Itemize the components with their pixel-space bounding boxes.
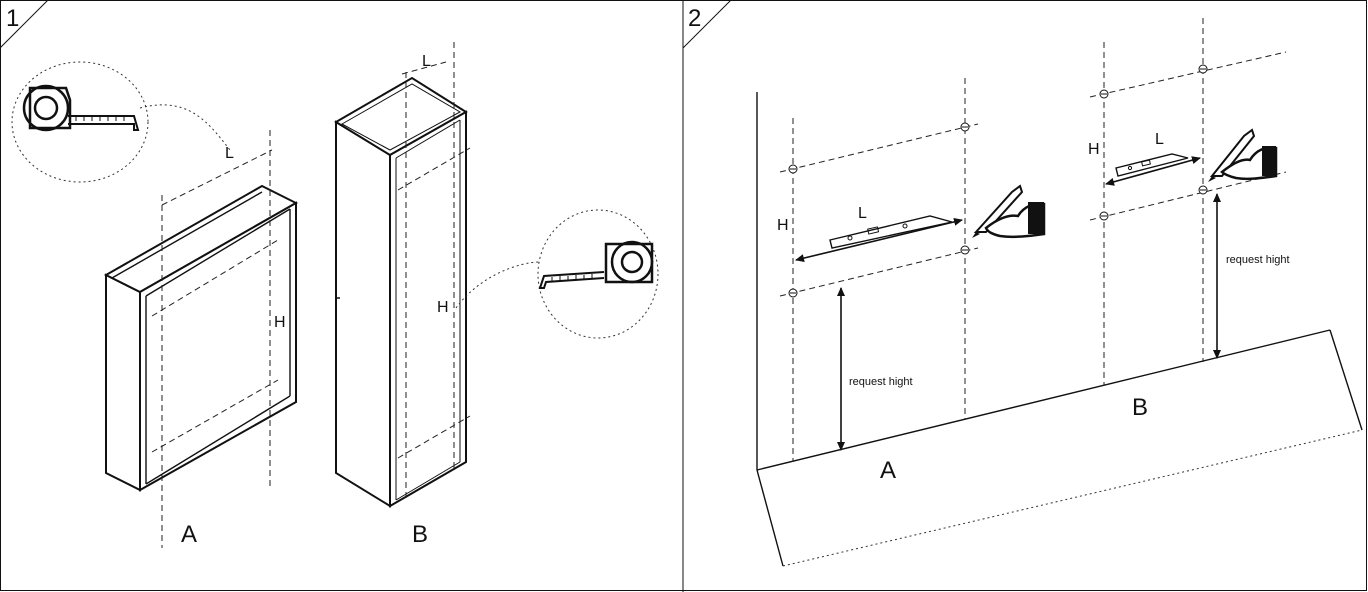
tape-measure-icon bbox=[538, 240, 654, 289]
dimension-label-l-a: L bbox=[858, 205, 867, 222]
tape-measure-callout-left bbox=[11, 61, 231, 183]
width-arrow-a bbox=[795, 217, 963, 263]
step-2-corner: 2 bbox=[682, 0, 732, 49]
wall-floor bbox=[756, 92, 1363, 567]
step-number: 2 bbox=[688, 5, 701, 32]
position-a-label: A bbox=[880, 457, 896, 484]
request-height-label-b: request hight bbox=[1226, 254, 1290, 266]
screw-mark-icon bbox=[788, 122, 970, 298]
hand-pencil-icon bbox=[972, 184, 1046, 239]
spirit-level-icon bbox=[829, 215, 953, 249]
guides-b bbox=[1089, 18, 1287, 386]
request-height-label-a: request hight bbox=[849, 376, 913, 388]
width-arrow-b bbox=[1105, 156, 1201, 186]
dimension-label-h: H bbox=[274, 314, 286, 331]
dimension-label-l: L bbox=[225, 145, 234, 162]
dimension-label-l-b: L bbox=[1155, 131, 1164, 148]
tape-measure-icon bbox=[22, 84, 140, 132]
dimension-label-h-b: H bbox=[437, 299, 449, 316]
cabinet-a-drawing bbox=[103, 130, 299, 548]
panel-1: 1 bbox=[0, 0, 659, 548]
step-number: 1 bbox=[6, 5, 19, 32]
cabinet-b-drawing bbox=[334, 42, 471, 508]
hand-pencil-icon bbox=[1208, 128, 1278, 182]
cabinet-a-label: A bbox=[181, 521, 197, 548]
guides-a bbox=[779, 78, 979, 462]
step-1-corner: 1 bbox=[0, 0, 49, 49]
dimension-label-h-b: H bbox=[1088, 141, 1100, 158]
dimension-label-l-b: L bbox=[422, 53, 431, 70]
screw-mark-icon bbox=[1099, 64, 1208, 221]
cabinet-b-label: B bbox=[412, 521, 428, 548]
panel-2: 2 H L bbox=[682, 0, 1363, 567]
dimension-label-h-a: H bbox=[777, 217, 789, 234]
tape-measure-callout-right bbox=[455, 209, 659, 339]
position-b-label: B bbox=[1132, 394, 1148, 421]
